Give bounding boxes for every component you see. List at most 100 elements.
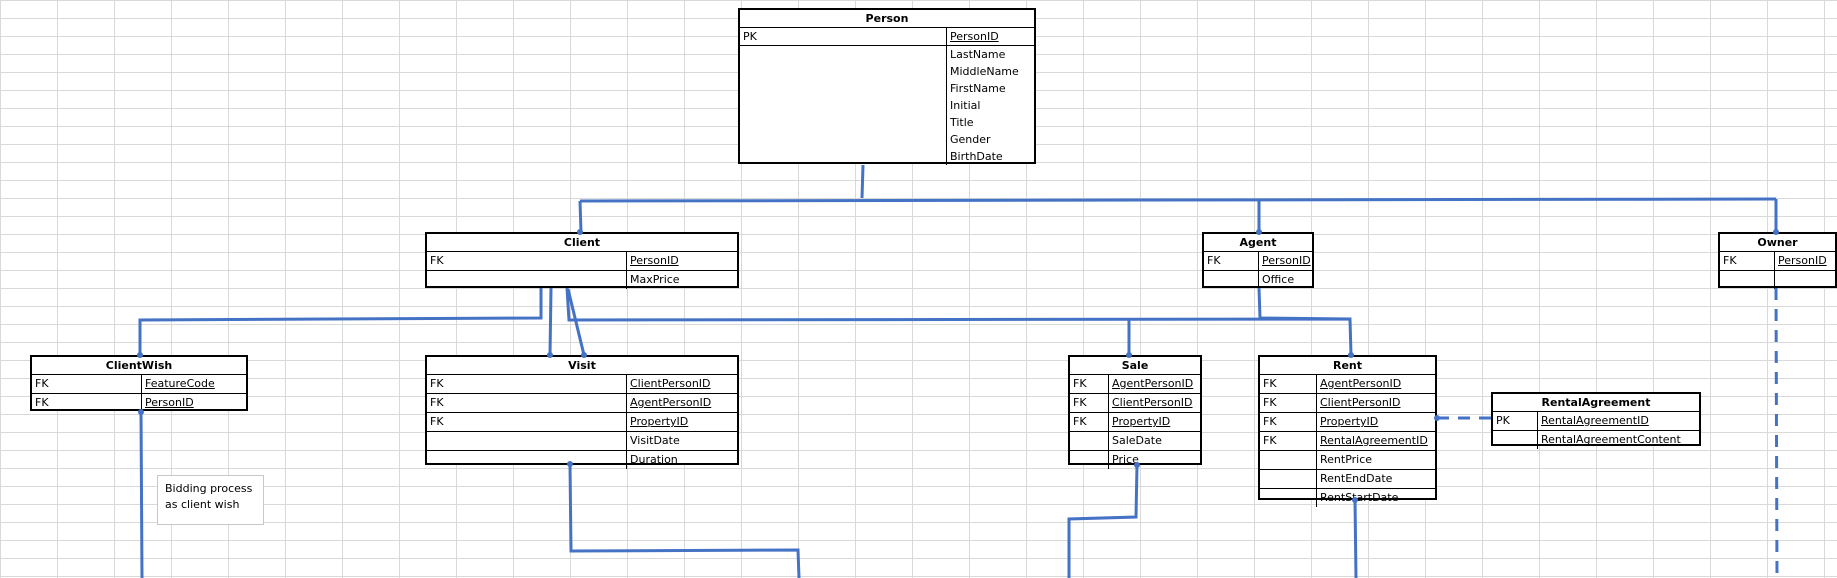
attribute-name: Title: [950, 116, 974, 129]
entity-title: Visit: [427, 357, 737, 375]
attribute-name: MiddleName: [950, 65, 1019, 78]
attribute-name: [1775, 271, 1835, 289]
attribute-row: Office: [1204, 271, 1312, 289]
attribute-row: [1720, 271, 1835, 289]
attribute-name: MaxPrice: [630, 273, 680, 286]
attribute-name: AgentPersonID: [630, 396, 712, 409]
note-textbox[interactable]: Bidding process as client wish: [157, 475, 264, 525]
key-type: FK: [1260, 413, 1317, 431]
key-type: FK: [1260, 394, 1317, 412]
attribute-name: LastName: [950, 48, 1006, 61]
key-type: PK: [740, 28, 947, 45]
attribute-row: Price: [1070, 451, 1200, 469]
key-type: [740, 148, 947, 165]
attribute-row: RentStartDate: [1260, 489, 1435, 507]
attribute-name: AgentPersonID: [1112, 377, 1194, 390]
attribute-name: PersonID: [1262, 254, 1311, 267]
attribute-name: RentalAgreementID: [1541, 414, 1649, 427]
key-type: FK: [427, 394, 627, 412]
entity-title: Owner: [1720, 234, 1835, 252]
attribute-name: Initial: [950, 99, 981, 112]
attribute-name: RentalAgreementID: [1320, 434, 1428, 447]
attribute-row: RentalAgreementContent: [1493, 431, 1699, 449]
key-type: [427, 271, 627, 289]
entity-title: ClientWish: [32, 357, 246, 375]
attribute-name: RentPrice: [1320, 453, 1373, 466]
attribute-row: MaxPrice: [427, 271, 737, 289]
key-type: FK: [1260, 375, 1317, 393]
attribute-name: RentStartDate: [1320, 491, 1399, 504]
key-type: PK: [1493, 412, 1538, 430]
attribute-name: ClientPersonID: [1320, 396, 1401, 409]
entity-title: Rent: [1260, 357, 1435, 375]
key-type: [740, 131, 947, 148]
attribute-name: BirthDate: [950, 150, 1003, 163]
key-type: [740, 114, 947, 131]
attribute-row: RentPrice: [1260, 451, 1435, 470]
key-type: [427, 432, 627, 450]
key-type: FK: [32, 394, 142, 412]
key-type: FK: [32, 375, 142, 393]
key-type: [740, 80, 947, 97]
attribute-name: PersonID: [1778, 254, 1827, 267]
attribute-name: AgentPersonID: [1320, 377, 1402, 390]
attribute-name: ClientPersonID: [630, 377, 711, 390]
attribute-row: SaleDate: [1070, 432, 1200, 451]
attribute-name: Duration: [630, 453, 678, 466]
key-type: [1493, 431, 1538, 449]
attribute-name: PersonID: [145, 396, 194, 409]
attribute-name: VisitDate: [630, 434, 680, 447]
attribute-row: Duration: [427, 451, 737, 469]
attribute-row: Gender: [740, 131, 1034, 148]
entity-title: Person: [740, 10, 1034, 28]
attribute-row: Initial: [740, 97, 1034, 114]
attribute-name: SaleDate: [1112, 434, 1162, 447]
key-type: [1720, 271, 1775, 289]
attribute-name: PropertyID: [630, 415, 689, 428]
attribute-name: PropertyID: [1320, 415, 1379, 428]
note-line: Bidding process: [165, 482, 253, 495]
attribute-name: Gender: [950, 133, 991, 146]
key-type: [740, 63, 947, 80]
entity-title: RentalAgreement: [1493, 394, 1699, 412]
attribute-row: MiddleName: [740, 63, 1034, 80]
attribute-name: FeatureCode: [145, 377, 215, 390]
attribute-name: PersonID: [950, 30, 999, 43]
key-type: FK: [1720, 252, 1775, 270]
attribute-name: PersonID: [630, 254, 679, 267]
key-type: FK: [1070, 413, 1109, 431]
key-type: FK: [427, 375, 627, 393]
attribute-name: FirstName: [950, 82, 1006, 95]
key-type: [1070, 432, 1109, 450]
entity-title: Client: [427, 234, 737, 252]
key-type: FK: [1260, 432, 1317, 450]
attribute-name: RentalAgreementContent: [1541, 433, 1681, 446]
key-type: FK: [1070, 394, 1109, 412]
